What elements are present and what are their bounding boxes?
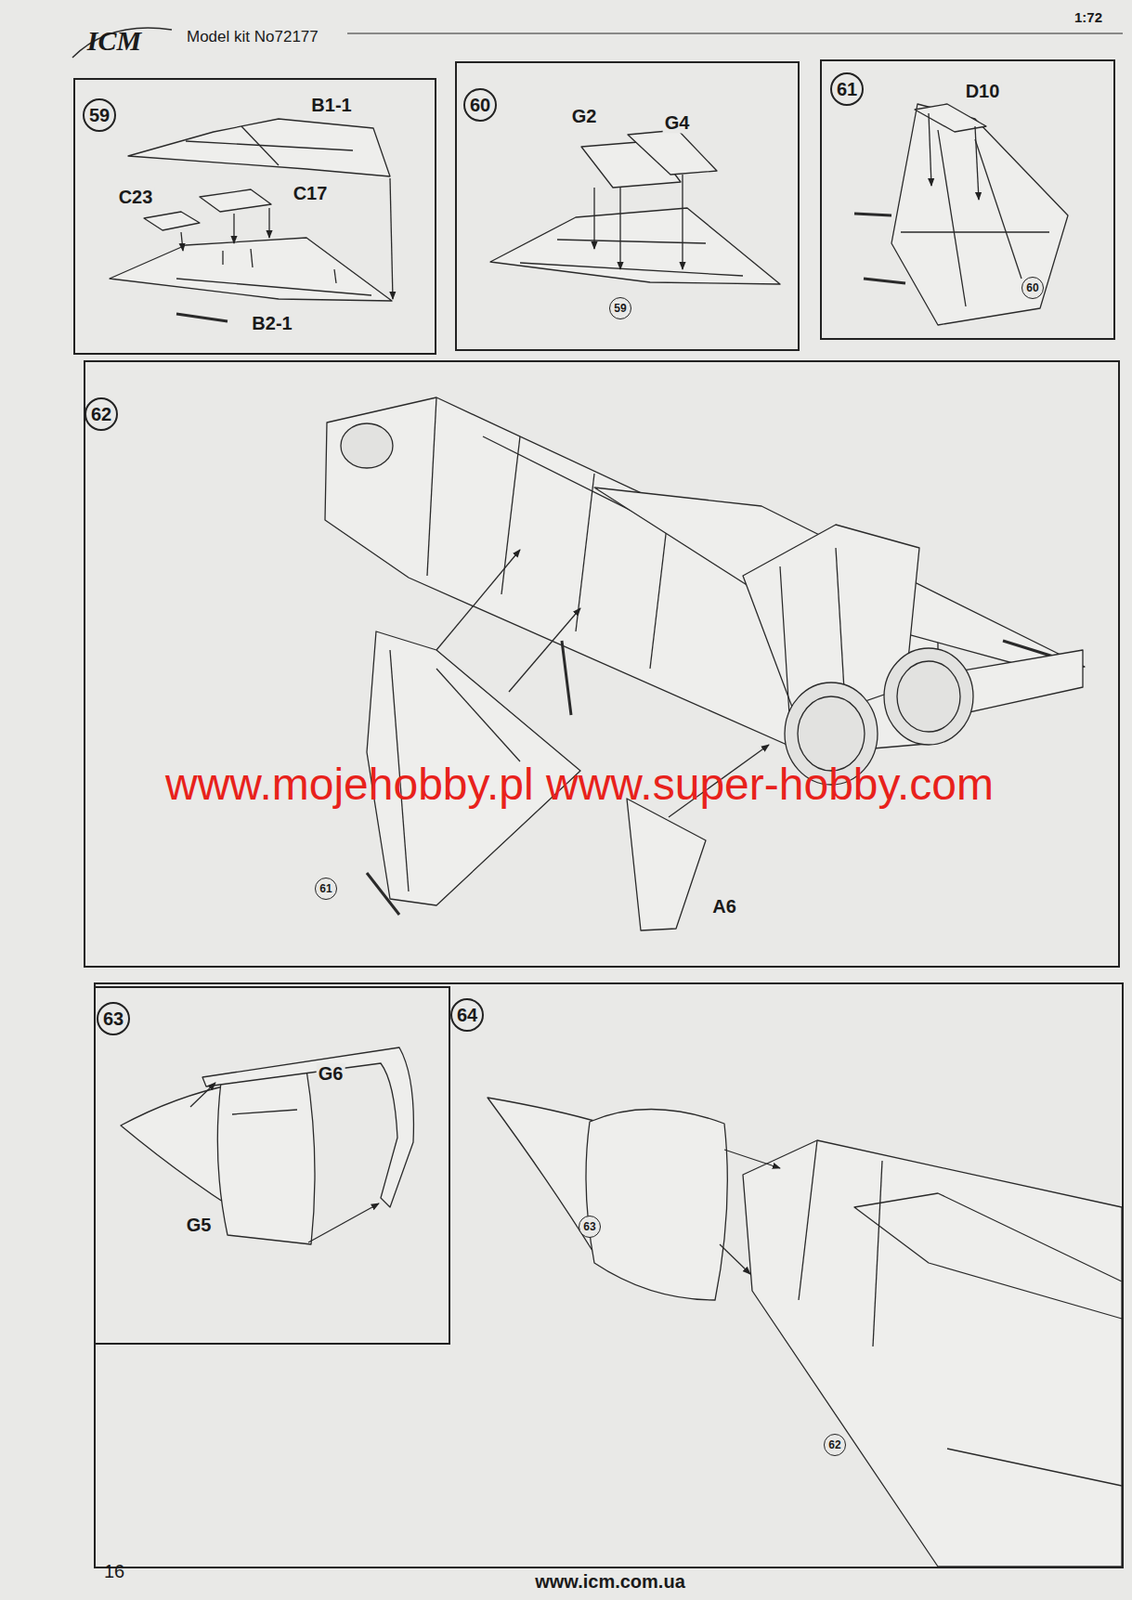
part-number: B1-1 [309,94,353,117]
part-outline [501,436,521,595]
part-outline [593,187,595,249]
kit-title: Model kit No72177 [186,27,323,47]
part-number: G5 [184,1214,214,1237]
part-outline [891,104,1068,326]
part-number: G2 [570,105,599,128]
part-outline [798,1140,818,1301]
part-outline [190,1082,216,1107]
part-outline [975,126,979,200]
part-outline [436,549,521,651]
part-number: A6 [710,896,739,918]
part-outline [681,174,683,270]
part-outline [724,1149,781,1169]
part-outline [975,139,1022,279]
part-outline [650,510,669,669]
part-outline [232,1109,298,1115]
part-outline [626,798,706,931]
step-number: 61 [830,72,864,106]
engine-nozzle [340,423,393,469]
part-outline [900,231,1050,233]
step-number: 64 [450,998,484,1032]
watermark: www.mojehobby.pl www.super-hobby.com [165,758,994,810]
part-outline [436,668,521,762]
part-number: C23 [117,186,156,209]
part-outline [947,1448,1122,1486]
part-outline [561,640,572,716]
part-outline [575,473,595,632]
part-outline [937,130,966,307]
step-number: 62 [84,397,118,431]
step-number: 60 [463,88,497,122]
part-outline [872,1160,883,1347]
part-outline [390,178,393,300]
part-outline [221,250,223,265]
part-outline [557,239,706,244]
part-outline [627,130,717,175]
callout-number: 62 [823,1433,846,1457]
callout-number: 63 [578,1215,601,1238]
part-outline [366,872,400,915]
part-outline [241,126,279,166]
callout-number: 60 [1021,276,1044,300]
web-address: www.icm.com.ua [534,1571,686,1593]
part-outline [334,269,337,284]
part-outline [427,397,437,576]
part-outline [176,313,228,322]
part-outline [185,141,353,151]
part-outline [233,213,235,244]
step-panel: 64 63 [93,982,1124,1569]
step-panel: 62 [83,360,1120,968]
part-outline [250,248,253,268]
engine-nozzle [884,648,974,745]
step-panel: 63 [93,986,451,1345]
callout-number: 59 [609,297,632,320]
part-outline [217,1069,315,1245]
part-outline [181,232,183,251]
part-outline [742,1140,1122,1567]
part-outline [508,608,581,692]
part-outline [128,118,391,177]
part-outline [176,278,372,296]
part-outline [490,208,781,285]
part-number: B2-1 [249,312,294,335]
part-outline [619,187,621,270]
step-number: 59 [82,98,117,132]
scale-label: 1:72 [1074,9,1103,26]
part-number: C17 [291,182,330,205]
part-outline [520,262,743,276]
part-outline [854,213,892,216]
part-outline [308,1203,379,1243]
step-number: 63 [96,1001,131,1036]
part-outline [347,32,1123,34]
part-outline [780,566,790,716]
part-outline [835,547,846,706]
part-outline [199,189,272,212]
part-outline [854,1193,1122,1319]
part-number: G6 [316,1063,346,1085]
page-number: 16 [104,1561,125,1583]
part-outline [109,237,392,301]
part-outline [202,1047,414,1208]
part-outline [268,208,270,238]
part-outline [928,113,932,186]
part-outline [143,211,200,231]
part-number: G4 [663,112,692,134]
callout-number: 61 [314,877,338,900]
engine-nozzle [897,661,961,732]
brand-logo: ICM [87,25,142,57]
part-outline [585,1108,728,1301]
part-number: D10 [963,80,1002,103]
part-outline [863,278,906,284]
part-outline [719,1244,751,1275]
part-outline [120,1084,235,1210]
